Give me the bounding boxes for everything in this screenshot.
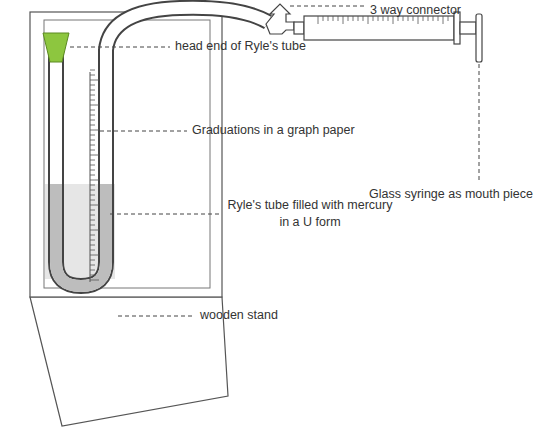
scale-tick [90, 245, 95, 246]
tube-head-end [43, 33, 69, 62]
syringe-tick [363, 16, 364, 21]
callout-label: Glass syringe as mouth piece [369, 186, 533, 203]
scale-line [90, 72, 91, 282]
scale-tick [90, 225, 95, 226]
scale-tick [90, 125, 95, 126]
scale-tick [90, 160, 95, 161]
callout-label: wooden stand [200, 307, 278, 324]
scale-tick [90, 70, 95, 71]
scale-tick [90, 145, 95, 146]
scale-tick [90, 130, 99, 131]
scale-tick [90, 155, 99, 156]
syringe-tick [368, 16, 369, 24]
syringe-graduations [318, 16, 448, 24]
syringe-tick [353, 16, 354, 21]
syringe-tick [328, 16, 329, 21]
scale-tick [90, 115, 95, 116]
scale-tick [90, 110, 95, 111]
scale-tick [90, 180, 99, 181]
glass-syringe [294, 12, 482, 62]
scale-tick [90, 165, 95, 166]
scale-tick [90, 235, 95, 236]
leader-lines [70, 6, 479, 316]
scale-tick [90, 150, 95, 151]
scale-tick [90, 175, 95, 176]
scale-tick [90, 270, 95, 271]
scale-ticks [90, 70, 99, 280]
scale-tick [90, 240, 95, 241]
syringe-tick [323, 16, 324, 21]
scale-tick [90, 215, 95, 216]
scale-tick [90, 230, 99, 231]
scale-tick [90, 95, 95, 96]
syringe-tick [338, 16, 339, 21]
scale-tick [90, 100, 95, 101]
syringe-tick [333, 16, 334, 21]
syringe-tick [348, 16, 349, 21]
scale-tick [90, 85, 95, 86]
scale-tick [90, 260, 95, 261]
scale-tick [90, 80, 99, 81]
scale-tick [90, 185, 95, 186]
board-inner [44, 20, 210, 288]
mercury-column [56, 184, 106, 286]
scale-tick [90, 195, 95, 196]
stand-base [30, 297, 228, 426]
scale-tick [90, 200, 95, 201]
syringe-tick [418, 16, 419, 24]
callout-label: Ryle's tube filled with mercury in a U f… [226, 197, 394, 231]
syringe-tick [443, 16, 444, 24]
scale-tick [90, 140, 95, 141]
scale-tick [90, 220, 95, 221]
scale-tick [90, 265, 95, 266]
scale-tick [90, 280, 99, 281]
syringe-tick [393, 16, 394, 24]
syringe-tick [318, 16, 319, 24]
syringe-tick [343, 16, 344, 24]
callout-label: 3 way connector [370, 2, 461, 19]
scale-tick [90, 210, 95, 211]
scale-tick [90, 75, 95, 76]
scale-tick [90, 255, 99, 256]
scale-tick [90, 135, 95, 136]
scale-tick [90, 90, 95, 91]
scale-tick [90, 275, 95, 276]
scale-tick [90, 120, 95, 121]
callout-label: Graduations in a graph paper [192, 122, 355, 139]
scale-tick [90, 105, 99, 106]
three-way-connector [266, 4, 294, 34]
scale-tick [90, 170, 95, 171]
syringe-tick [358, 16, 359, 21]
callout-label: head end of Ryle's tube [175, 38, 306, 55]
scale-tick [90, 205, 99, 206]
scale-tick [90, 190, 95, 191]
scale-tick [90, 250, 95, 251]
